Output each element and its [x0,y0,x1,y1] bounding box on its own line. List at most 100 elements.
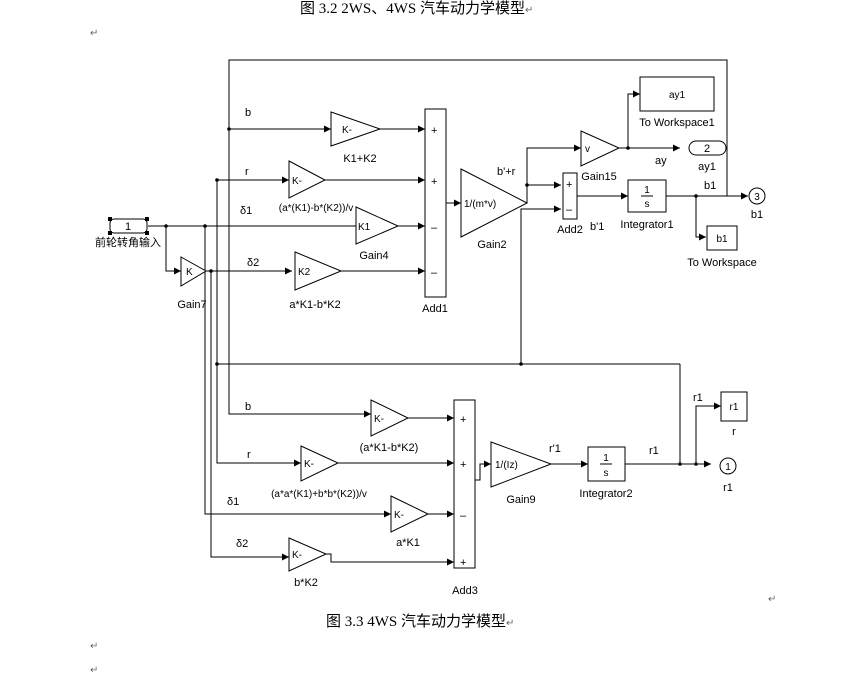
add1-label: Add1 [422,303,448,315]
gain-k1k2-block[interactable]: K- K1+K2 [330,111,382,165]
integrator2-block[interactable]: 1 s Integrator2 [579,446,633,500]
outport-3-label: b1 [751,209,763,221]
gain2-label: Gain2 [477,239,506,251]
add3-block[interactable]: + + – + Add3 [452,399,478,597]
gain-bk2-value: K- [292,550,302,561]
signal-r-prime1: r'1 [549,443,561,455]
outport-3[interactable]: 3 b1 [748,187,766,221]
paragraph-mark: ↵ [506,618,515,629]
gain-r-bottom-value: K- [304,459,314,470]
outport-2-value: 2 [704,143,710,155]
gain2-value: 1/(m*v) [464,199,496,210]
to-workspace-r-label: r [732,426,736,438]
gain-k1k2-value: K- [342,125,352,136]
inport-1-value: 1 [125,221,131,233]
add3-sign: – [460,510,467,522]
integrator2-numerator: 1 [603,453,609,464]
outport-2-label: ay1 [698,161,716,173]
add3-sign: + [460,557,466,569]
signal-r1-top: r1 [693,392,703,404]
integrator2-label: Integrator2 [579,488,632,500]
add3-sign: + [460,414,466,426]
gain-ak1bk2-top-label: a*K1-b*K2 [289,299,340,311]
add1-sign: + [431,125,437,137]
signal-delta2-lower: δ2 [236,538,248,550]
add1-block[interactable]: + + – – Add1 [422,108,448,315]
signal-delta2: δ2 [247,257,259,269]
gain4-label: Gain4 [359,250,388,262]
paragraph-mark: ↵ [90,28,99,39]
gain-r-top-block[interactable]: K- (a*(K1)-b*(K2))/v [279,160,353,214]
gain-bk2-label: b*K2 [294,577,318,589]
gain-ak1-label: a*K1 [396,537,420,549]
signal-b-lower: b [245,401,251,413]
gain9-label: Gain9 [506,494,535,506]
gain15-value: v [585,144,590,155]
gain7-value: K [186,267,193,278]
add2-sign: + [566,179,572,191]
signal-delta1: δ1 [240,205,252,217]
signal-b-plus-r: b'+r [497,166,516,178]
integrator1-numerator: 1 [644,185,650,196]
to-workspace1-label: To Workspace1 [639,117,715,129]
paragraph-mark: ↵ [90,665,99,676]
gain15-block[interactable]: v Gain15 [580,130,621,183]
gain9-block[interactable]: 1/(Iz) Gain9 [490,441,553,506]
add1-sign: – [431,267,438,279]
paragraph-mark: ↵ [525,5,534,16]
gain7-label: Gain7 [177,299,206,311]
signal-r1: r1 [649,445,659,457]
outport-1-label: r1 [723,482,733,494]
add1-sign: + [431,176,437,188]
add1-sign: – [431,222,438,234]
gain-b-bottom-value: K- [374,414,384,425]
gain-r-bottom-block[interactable]: K- (a*a*(K1)+b*b*(K2))/v [271,445,367,500]
inport-1-label: 前轮转角输入 [95,235,161,249]
gain15-label: Gain15 [581,171,616,183]
signal-b: b [245,107,251,119]
integrator1-denominator: s [645,199,650,210]
gain-k1k2-label: K1+K2 [343,153,376,165]
gain9-value: 1/(Iz) [495,460,518,471]
to-workspace-r-value: r1 [730,402,739,413]
paragraph-mark: ↵ [768,594,777,605]
paragraph-mark: ↵ [90,641,99,652]
inport-1[interactable]: 1 前轮转角输入 [95,217,161,249]
gain-b-bottom-label: (a*K1-b*K2) [360,442,419,454]
to-workspace1-block[interactable]: ay1 To Workspace1 [639,76,715,129]
gain2-block[interactable]: 1/(m*v) Gain2 [460,168,529,251]
gain4-value: K1 [358,222,371,233]
gain-ak1-value: K- [394,510,404,521]
integrator1-label: Integrator1 [620,219,673,231]
gain7-block[interactable]: K Gain7 [177,256,207,311]
add2-label: Add2 [557,224,583,236]
add3-label: Add3 [452,585,478,597]
gain-ak1bk2-top-value: K2 [298,267,311,278]
gain-b-bottom-block[interactable]: K- (a*K1-b*K2) [360,399,419,454]
signal-delta1-lower: δ1 [227,496,239,508]
gain-ak1-block[interactable]: K- a*K1 [390,495,430,549]
to-workspace-r-block[interactable]: r1 r [720,391,748,438]
add2-block[interactable]: + – Add2 [557,172,583,236]
gain-r-bottom-label: (a*a*(K1)+b*b*(K2))/v [271,489,367,500]
gain-bk2-block[interactable]: K- b*K2 [288,537,328,589]
signal-r: r [245,166,249,178]
caption-bottom: 图 3.3 4WS 汽车动力学模型↵ [326,614,515,630]
outport-2[interactable]: 2 ay1 [688,140,727,173]
outport-3-value: 3 [754,192,760,203]
add3-sign: + [460,459,466,471]
outport-1[interactable]: 1 r1 [719,457,737,494]
gain4-block[interactable]: K1 Gain4 [355,206,400,262]
to-workspace-block[interactable]: b1 To Workspace [687,225,757,269]
integrator1-block[interactable]: 1 s Integrator1 [620,179,674,231]
gain-r-top-value: K- [292,176,302,187]
signal-ay: ay [655,155,667,167]
integrator2-denominator: s [604,468,609,479]
signal-r-lower: r [247,449,251,461]
caption-top: 图 3.2 2WS、4WS 汽车动力学模型↵ [300,1,534,17]
add2-sign: – [566,204,573,216]
gain-r-top-label: (a*(K1)-b*(K2))/v [279,203,353,214]
to-workspace-label: To Workspace [687,257,757,269]
gain-ak1bk2-top-block[interactable]: K2 a*K1-b*K2 [289,251,343,311]
